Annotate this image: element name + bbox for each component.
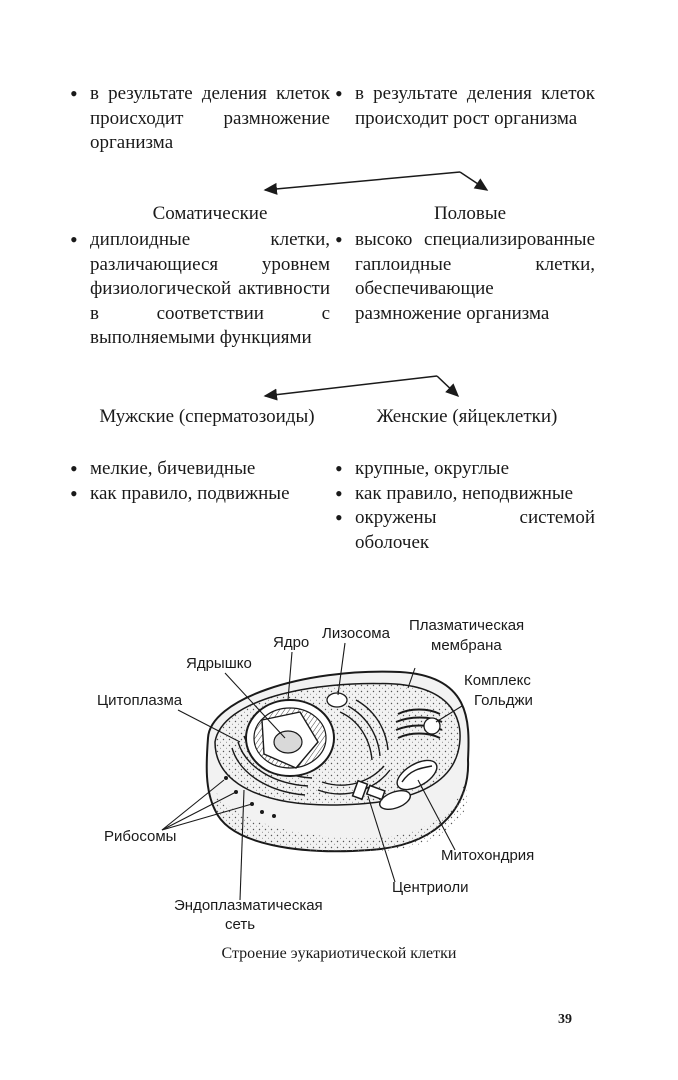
male-heading: Мужские (сперматозоиды): [82, 405, 332, 430]
figure-caption: Строение эукариотической клетки: [0, 945, 678, 963]
page-number: 39: [558, 1012, 572, 1028]
golgi-label-line2: Гольджи: [474, 692, 533, 710]
er-label-line2: сеть: [225, 916, 255, 934]
somatic-column: диплоидные клетки, различающиеся уровнем…: [70, 228, 330, 351]
female-heading: Женские (яйцеклетки): [342, 405, 592, 430]
membrane-label: Плазматическая: [409, 617, 524, 635]
female-bullet: окружены системой оболочек: [335, 506, 595, 555]
nucleolus-label: Ядрышко: [186, 655, 252, 673]
mitochondria-label: Митохондрия: [441, 847, 534, 865]
somatic-bullet: диплоидные клетки, различающиеся уровнем…: [70, 228, 330, 351]
er-label: Эндоплазматическая: [174, 897, 323, 915]
centrioles-label: Центриоли: [392, 879, 468, 897]
nucleus-label: Ядро: [273, 634, 309, 652]
ribosomes-label: Рибосомы: [104, 828, 176, 846]
right-column-top: в результате деления клеток происходит р…: [335, 82, 595, 131]
male-bullet: мелкие, бичевидные: [70, 457, 330, 482]
male-column: мелкие, бичевидные как правило, подвижны…: [70, 457, 330, 506]
lysosome: [327, 693, 347, 707]
female-column: крупные, округлые как правило, неподвижн…: [335, 457, 595, 555]
female-bullet: крупные, округлые: [335, 457, 595, 482]
nucleus: [246, 700, 334, 776]
sex-cells-column: высоко специализированные гаплоидные кле…: [335, 228, 595, 326]
reproduction-bullet: в результате деления клеток происходит р…: [70, 82, 330, 156]
golgi-label: Комплекс: [464, 672, 531, 690]
female-bullet: как правило, неподвижные: [335, 482, 595, 507]
male-bullet: как правило, подвижные: [70, 482, 330, 507]
somatic-heading: Соматические: [80, 202, 340, 227]
nucleolus: [274, 731, 302, 753]
sex-cells-heading: Половые: [340, 202, 600, 227]
gamete-type-arrow: [265, 376, 458, 396]
left-column-top: в результате деления клеток происходит р…: [70, 82, 330, 156]
cytoplasm-label: Цитоплазма: [97, 692, 182, 710]
eukaryotic-cell-illustration: [0, 600, 678, 990]
sex-cells-bullet: высоко специализированные гаплоидные кле…: [335, 228, 595, 326]
cell-type-arrow: [265, 172, 487, 190]
lysosome-label: Лизосома: [322, 625, 390, 643]
membrane-label-line2: мембрана: [431, 637, 502, 655]
growth-bullet: в результате деления клеток происходит р…: [335, 82, 595, 131]
